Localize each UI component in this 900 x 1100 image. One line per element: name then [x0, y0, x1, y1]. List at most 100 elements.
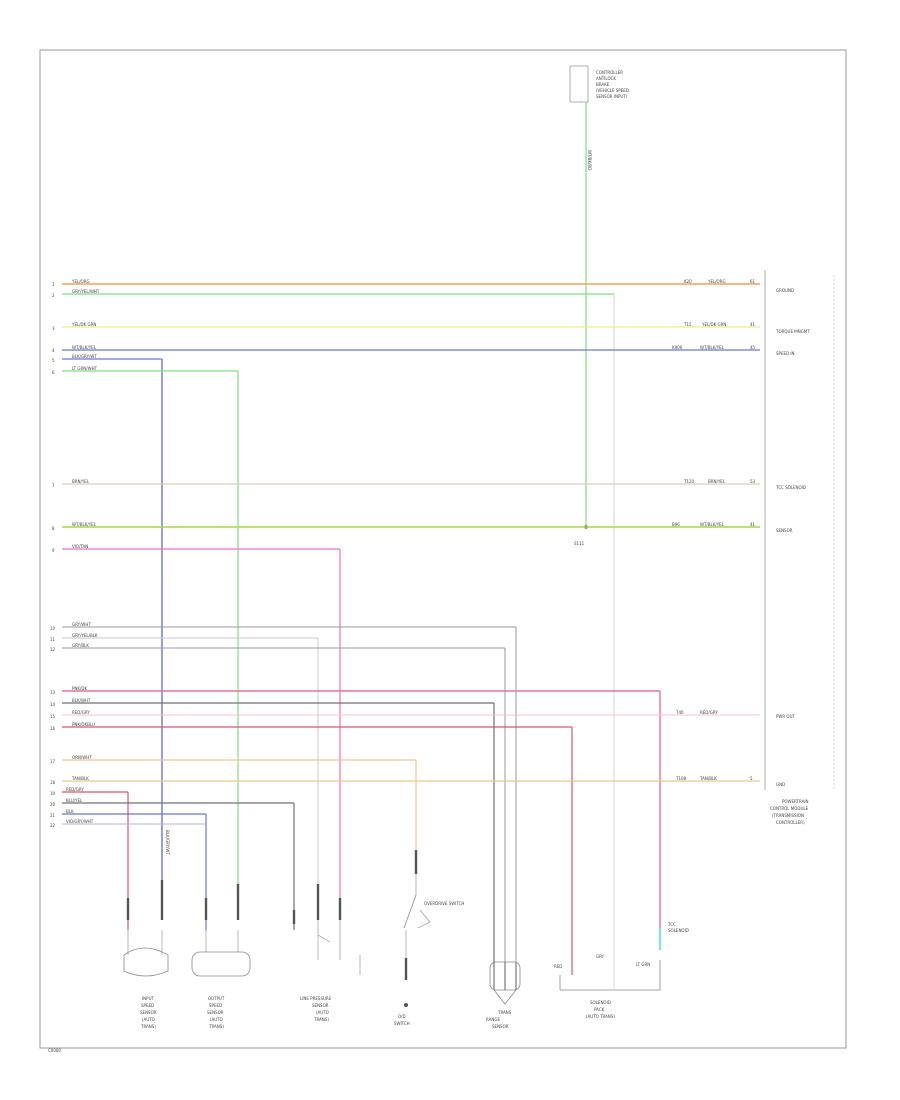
c1-l4: TRANS)	[140, 1024, 156, 1029]
left-label-3: YEL/DK GRN	[71, 322, 96, 327]
module-label-2: (TRANSMISSION	[772, 813, 804, 818]
right-label-8: WT/BLK/YEL	[700, 522, 725, 527]
left-label-16: PNK/DKBLU	[72, 722, 95, 727]
right-code-1: K20	[684, 279, 692, 284]
left-label-13: PNK/DK	[72, 686, 87, 691]
left-label-12: GRY/BLK	[72, 643, 89, 648]
pin-10: 10	[50, 626, 56, 631]
sp-pin-2: LT GRN	[636, 962, 650, 967]
input-sensor-body	[123, 947, 169, 977]
pin-18: 18	[50, 780, 56, 785]
pin-15: 15	[50, 714, 56, 719]
right-pin-7: 53	[750, 479, 756, 484]
left-label-7: BRN/YEL	[72, 479, 90, 484]
module-label-3: CONTROLLER)	[776, 820, 805, 825]
pin-9: 9	[52, 548, 55, 553]
left-label-17: ORN/WHT	[72, 755, 92, 760]
left-label-22: VIO/GRY/WHT	[66, 819, 94, 824]
harness-wires	[62, 283, 760, 988]
top-component-box	[569, 65, 589, 103]
left-label-21: BLK	[66, 809, 74, 814]
left-label-5: BLK/GRY/WT	[72, 354, 97, 359]
input-speed-sensor: INPUT SPEED SENSOR (AUTO TRANS)	[123, 930, 169, 1029]
left-label-9: VIO/TAN	[72, 544, 88, 549]
pin-17: 17	[50, 759, 56, 764]
diagram-frame	[39, 49, 847, 1049]
right-label-3: YEL/DK GRN	[701, 322, 726, 327]
c4-l1: SWITCH	[394, 1021, 410, 1026]
c6-l2: (AUTO TRANS)	[586, 1014, 615, 1019]
connector-stubs	[126, 850, 662, 980]
module-circuit-7: TCC SOLENOID	[775, 485, 806, 490]
c3-l3: TRANS)	[313, 1017, 329, 1022]
pin-7: 7	[52, 483, 55, 488]
pin-4: 4	[52, 348, 55, 353]
left-label-11: GRY/YEL/BLK	[72, 633, 98, 638]
right-code-3: T15	[683, 322, 692, 327]
module-circuit-15: PWR OUT	[776, 714, 795, 719]
left-label-2: GRY/YEL/WHT	[72, 289, 100, 294]
right-code-18: T108	[675, 776, 687, 781]
module-circuit-18: GND	[776, 782, 785, 787]
top-label-0: CONTROLLER	[596, 70, 623, 75]
pin-20: 20	[50, 802, 56, 807]
c2-l3: (AUTO	[210, 1017, 223, 1022]
left-label-4: WT/BLK/YEL	[72, 345, 97, 350]
left-label-15: RED/GRY	[72, 710, 90, 715]
module-circuit-4: SPEED IN	[776, 351, 795, 356]
pin-13: 13	[50, 690, 56, 695]
solenoid-pack: RED GRY LT GRN SOLENOID PACK (AUTO TRANS…	[554, 954, 661, 1019]
pin-3: 3	[52, 326, 55, 331]
left-label-8: WT/BLK/YEL	[72, 522, 97, 527]
right-labels: K20 YEL/ORG 61 GROUND T15 YEL/DK GRN 41 …	[672, 279, 810, 787]
left-label-20: BLU/YEL	[66, 798, 83, 803]
module-label-0: POWERTRAIN	[782, 799, 809, 804]
top-label-1: ANTILOCK	[596, 76, 616, 81]
c2-l2: SENSOR	[207, 1010, 224, 1015]
module-circuit-8: SENSOR	[776, 528, 793, 533]
lps-contact	[317, 934, 331, 943]
pin-12: 12	[50, 647, 56, 652]
footer-code: C0000	[48, 1048, 61, 1053]
od-actuator	[417, 909, 431, 929]
right-code-7: T120	[683, 479, 695, 484]
module-label-1: CONTROL MODULE	[770, 806, 809, 811]
right-label-1: YEL/ORG	[707, 279, 726, 284]
c1-l3: (AUTO	[142, 1017, 155, 1022]
sp-bracket	[560, 960, 661, 991]
right-code-4: K906	[672, 345, 683, 350]
right-label-15: RED/GRY	[700, 710, 718, 715]
od-switch-label: OVERDRIVE SWITCH	[424, 901, 464, 906]
right-code-8: B96	[672, 522, 680, 527]
c7-l1: SOLENOID	[668, 928, 689, 933]
right-pin-4: 45	[750, 345, 756, 350]
left-label-19: RED/GRY	[66, 787, 84, 792]
od-ground-dot	[404, 1003, 408, 1007]
pin-14: 14	[50, 702, 56, 707]
right-code-15: T40	[675, 710, 684, 715]
output-sensor-body	[191, 951, 251, 977]
od-contact	[403, 894, 417, 929]
left-label-18: TAN/BLK	[71, 776, 89, 781]
pin-5: 5	[52, 358, 55, 363]
pin-11: 11	[50, 637, 56, 642]
c3-l2: (AUTO	[316, 1010, 329, 1015]
pin-1: 1	[52, 282, 55, 287]
sp-pin-0: RED	[554, 964, 562, 969]
right-label-4: WT/BLK/YEL	[700, 345, 725, 350]
c3-l1: SENSOR	[312, 1003, 329, 1008]
right-pin-8: 41	[750, 522, 756, 527]
c2-l4: TRANS)	[208, 1024, 224, 1029]
right-pin-3: 41	[750, 322, 756, 327]
right-pin-1: 61	[750, 279, 756, 284]
c7-l0: TCC	[667, 922, 676, 927]
sp-pin-1: GRY	[596, 954, 605, 959]
module-circuit-1: GROUND	[776, 288, 794, 293]
top-label-2: BRAKE	[596, 82, 610, 87]
right-pin-18: 5	[750, 776, 753, 781]
pin-16: 16	[50, 726, 56, 731]
stub-wire-label: BLK/GRY/WT	[165, 830, 170, 855]
pin-19: 19	[50, 791, 56, 796]
c1-l0: INPUT	[142, 996, 155, 1001]
c5-l1: RANGE	[486, 1017, 500, 1022]
